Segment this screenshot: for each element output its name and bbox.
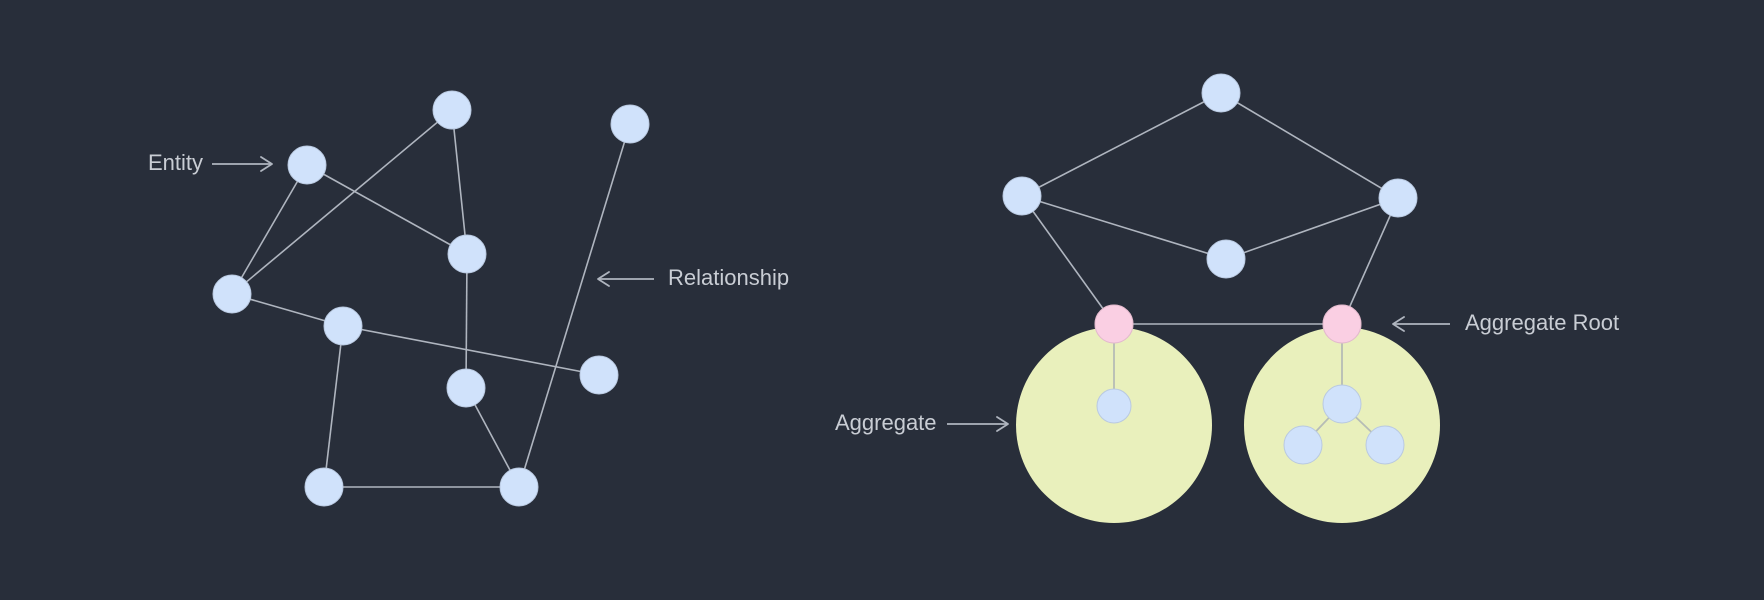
entity-node[interactable] xyxy=(212,274,252,314)
entity-node[interactable] xyxy=(446,368,486,408)
aggregate-root-node[interactable] xyxy=(1322,304,1362,344)
relationship-edge xyxy=(451,109,468,255)
aggregate-child-entity-node[interactable] xyxy=(1283,425,1323,465)
relationship-edge xyxy=(1220,92,1399,199)
aggregate-child-entity-node[interactable] xyxy=(1365,425,1405,465)
relationship-edge xyxy=(306,164,468,255)
annotation-label: Aggregate xyxy=(835,410,937,435)
aggregate-boundary[interactable] xyxy=(1016,327,1212,523)
aggregate-boundary[interactable] xyxy=(1244,327,1440,523)
entity-node[interactable] xyxy=(287,145,327,185)
entity-node[interactable] xyxy=(579,355,619,395)
entity-node[interactable] xyxy=(499,467,539,507)
annotation-aggregate: Aggregate xyxy=(835,410,1009,435)
entity-node[interactable] xyxy=(1201,73,1241,113)
right-graph-nodes xyxy=(1002,73,1418,344)
aggregate-blobs xyxy=(1016,327,1440,523)
relationship-edge xyxy=(1341,197,1399,325)
annotation-label: Aggregate Root xyxy=(1465,310,1619,335)
aggregate-child-entity-node[interactable] xyxy=(1096,388,1132,424)
annotation-relationship: Relationship xyxy=(597,265,789,290)
entity-node[interactable] xyxy=(447,234,487,274)
relationship-edge xyxy=(1021,195,1227,260)
aggregate-root-node[interactable] xyxy=(1094,304,1134,344)
relationship-edge xyxy=(231,109,453,295)
entity-node[interactable] xyxy=(610,104,650,144)
relationship-edge xyxy=(1225,197,1399,260)
entity-node[interactable] xyxy=(1206,239,1246,279)
aggregate-child-entity-node[interactable] xyxy=(1322,384,1362,424)
annotation-label: Relationship xyxy=(668,265,789,290)
relationship-edge xyxy=(231,164,308,295)
annotation-arrow-head-icon xyxy=(1392,316,1405,332)
relationship-edge xyxy=(1021,92,1222,197)
entity-node[interactable] xyxy=(323,306,363,346)
annotation-entity: Entity xyxy=(148,150,273,175)
entity-node[interactable] xyxy=(1002,176,1042,216)
entity-node[interactable] xyxy=(1378,178,1418,218)
relationship-edge xyxy=(1021,195,1115,325)
aggregate-child-nodes xyxy=(1096,384,1405,465)
annotation-arrow-head-icon xyxy=(996,416,1009,432)
relationship-edge xyxy=(465,253,468,389)
annotation-arrow-head-icon xyxy=(597,271,610,287)
annotation-label: Entity xyxy=(148,150,203,175)
relationship-edge xyxy=(518,123,631,488)
entity-node[interactable] xyxy=(304,467,344,507)
left-graph-nodes xyxy=(212,90,650,507)
relationship-edge xyxy=(323,325,344,488)
right-graph-edges xyxy=(1021,92,1399,325)
annotation-aggregate-root: Aggregate Root xyxy=(1392,310,1619,335)
entity-node[interactable] xyxy=(432,90,472,130)
annotation-arrow-head-icon xyxy=(260,156,273,172)
